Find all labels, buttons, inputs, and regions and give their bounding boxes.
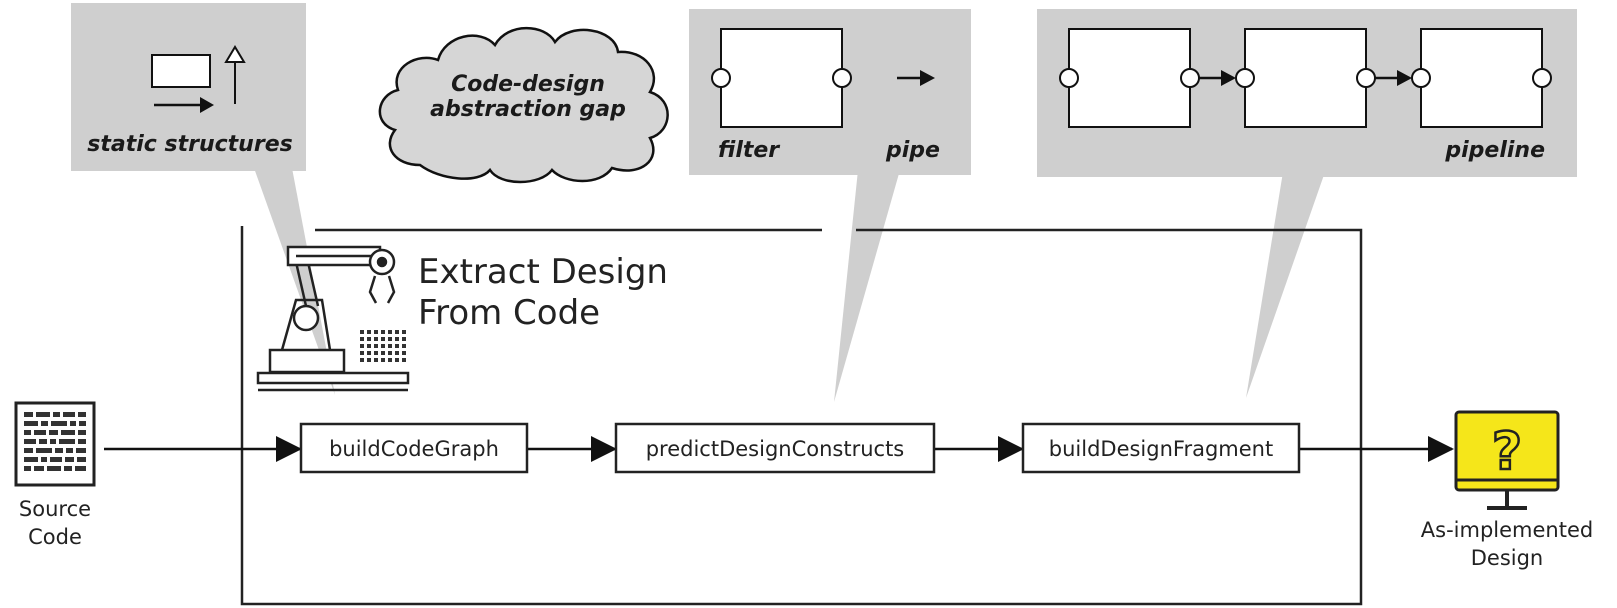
extract-design-title-line1: Extract Design bbox=[418, 252, 668, 292]
callout-filter-pipe: filter pipe bbox=[689, 9, 971, 402]
extract-design-title-line2: From Code bbox=[418, 293, 600, 333]
static-structures-icon bbox=[151, 45, 246, 113]
step-build-code-graph: buildCodeGraph bbox=[299, 422, 529, 474]
callout-pipeline-tail bbox=[1246, 172, 1325, 398]
source-code-node: Source Code bbox=[14, 401, 96, 549]
step-predict-design-constructs-label: predictDesignConstructs bbox=[646, 437, 905, 461]
robot-arm-icon bbox=[256, 245, 410, 392]
step-predict-design-constructs: predictDesignConstructs bbox=[614, 422, 936, 474]
abstraction-gap-line1: Code-design bbox=[451, 72, 605, 97]
question-mark-icon: ? bbox=[1492, 422, 1522, 482]
pipe-label: pipe bbox=[885, 138, 940, 163]
abstraction-gap-cloud: Code-design abstraction gap bbox=[378, 26, 669, 184]
robot-parts-grid bbox=[360, 330, 406, 362]
extract-design-frame bbox=[240, 226, 1363, 606]
pipeline-icon bbox=[1059, 28, 1552, 128]
step-build-code-graph-label: buildCodeGraph bbox=[329, 437, 499, 461]
callout-static-structures: static structures bbox=[71, 3, 335, 395]
cloud-shape bbox=[378, 26, 669, 184]
as-implemented-label-line2: Design bbox=[1471, 546, 1544, 570]
monitor-icon: ? bbox=[1454, 410, 1560, 510]
callout-filter-pipe-tail bbox=[834, 170, 900, 402]
step-build-design-fragment: buildDesignFragment bbox=[1021, 422, 1301, 474]
source-code-label-line2: Code bbox=[28, 525, 82, 549]
filter-label: filter bbox=[718, 138, 780, 163]
pipeline-label: pipeline bbox=[1444, 138, 1545, 163]
pipe-arrow-icon bbox=[897, 70, 935, 86]
filter-icon bbox=[711, 28, 852, 128]
callout-static-structures-tail bbox=[254, 168, 335, 395]
static-structures-label: static structures bbox=[87, 132, 292, 157]
as-implemented-design-node: ? As-implemented Design bbox=[1421, 410, 1593, 570]
extract-design-box: Extract Design From Code bbox=[240, 226, 1363, 606]
step-build-design-fragment-label: buildDesignFragment bbox=[1049, 437, 1273, 461]
abstraction-gap-line2: abstraction gap bbox=[430, 97, 626, 122]
callout-pipeline: pipeline bbox=[1037, 9, 1577, 398]
as-implemented-label-line1: As-implemented bbox=[1421, 518, 1593, 542]
source-code-label-line1: Source bbox=[19, 497, 91, 521]
source-code-icon bbox=[14, 401, 96, 487]
